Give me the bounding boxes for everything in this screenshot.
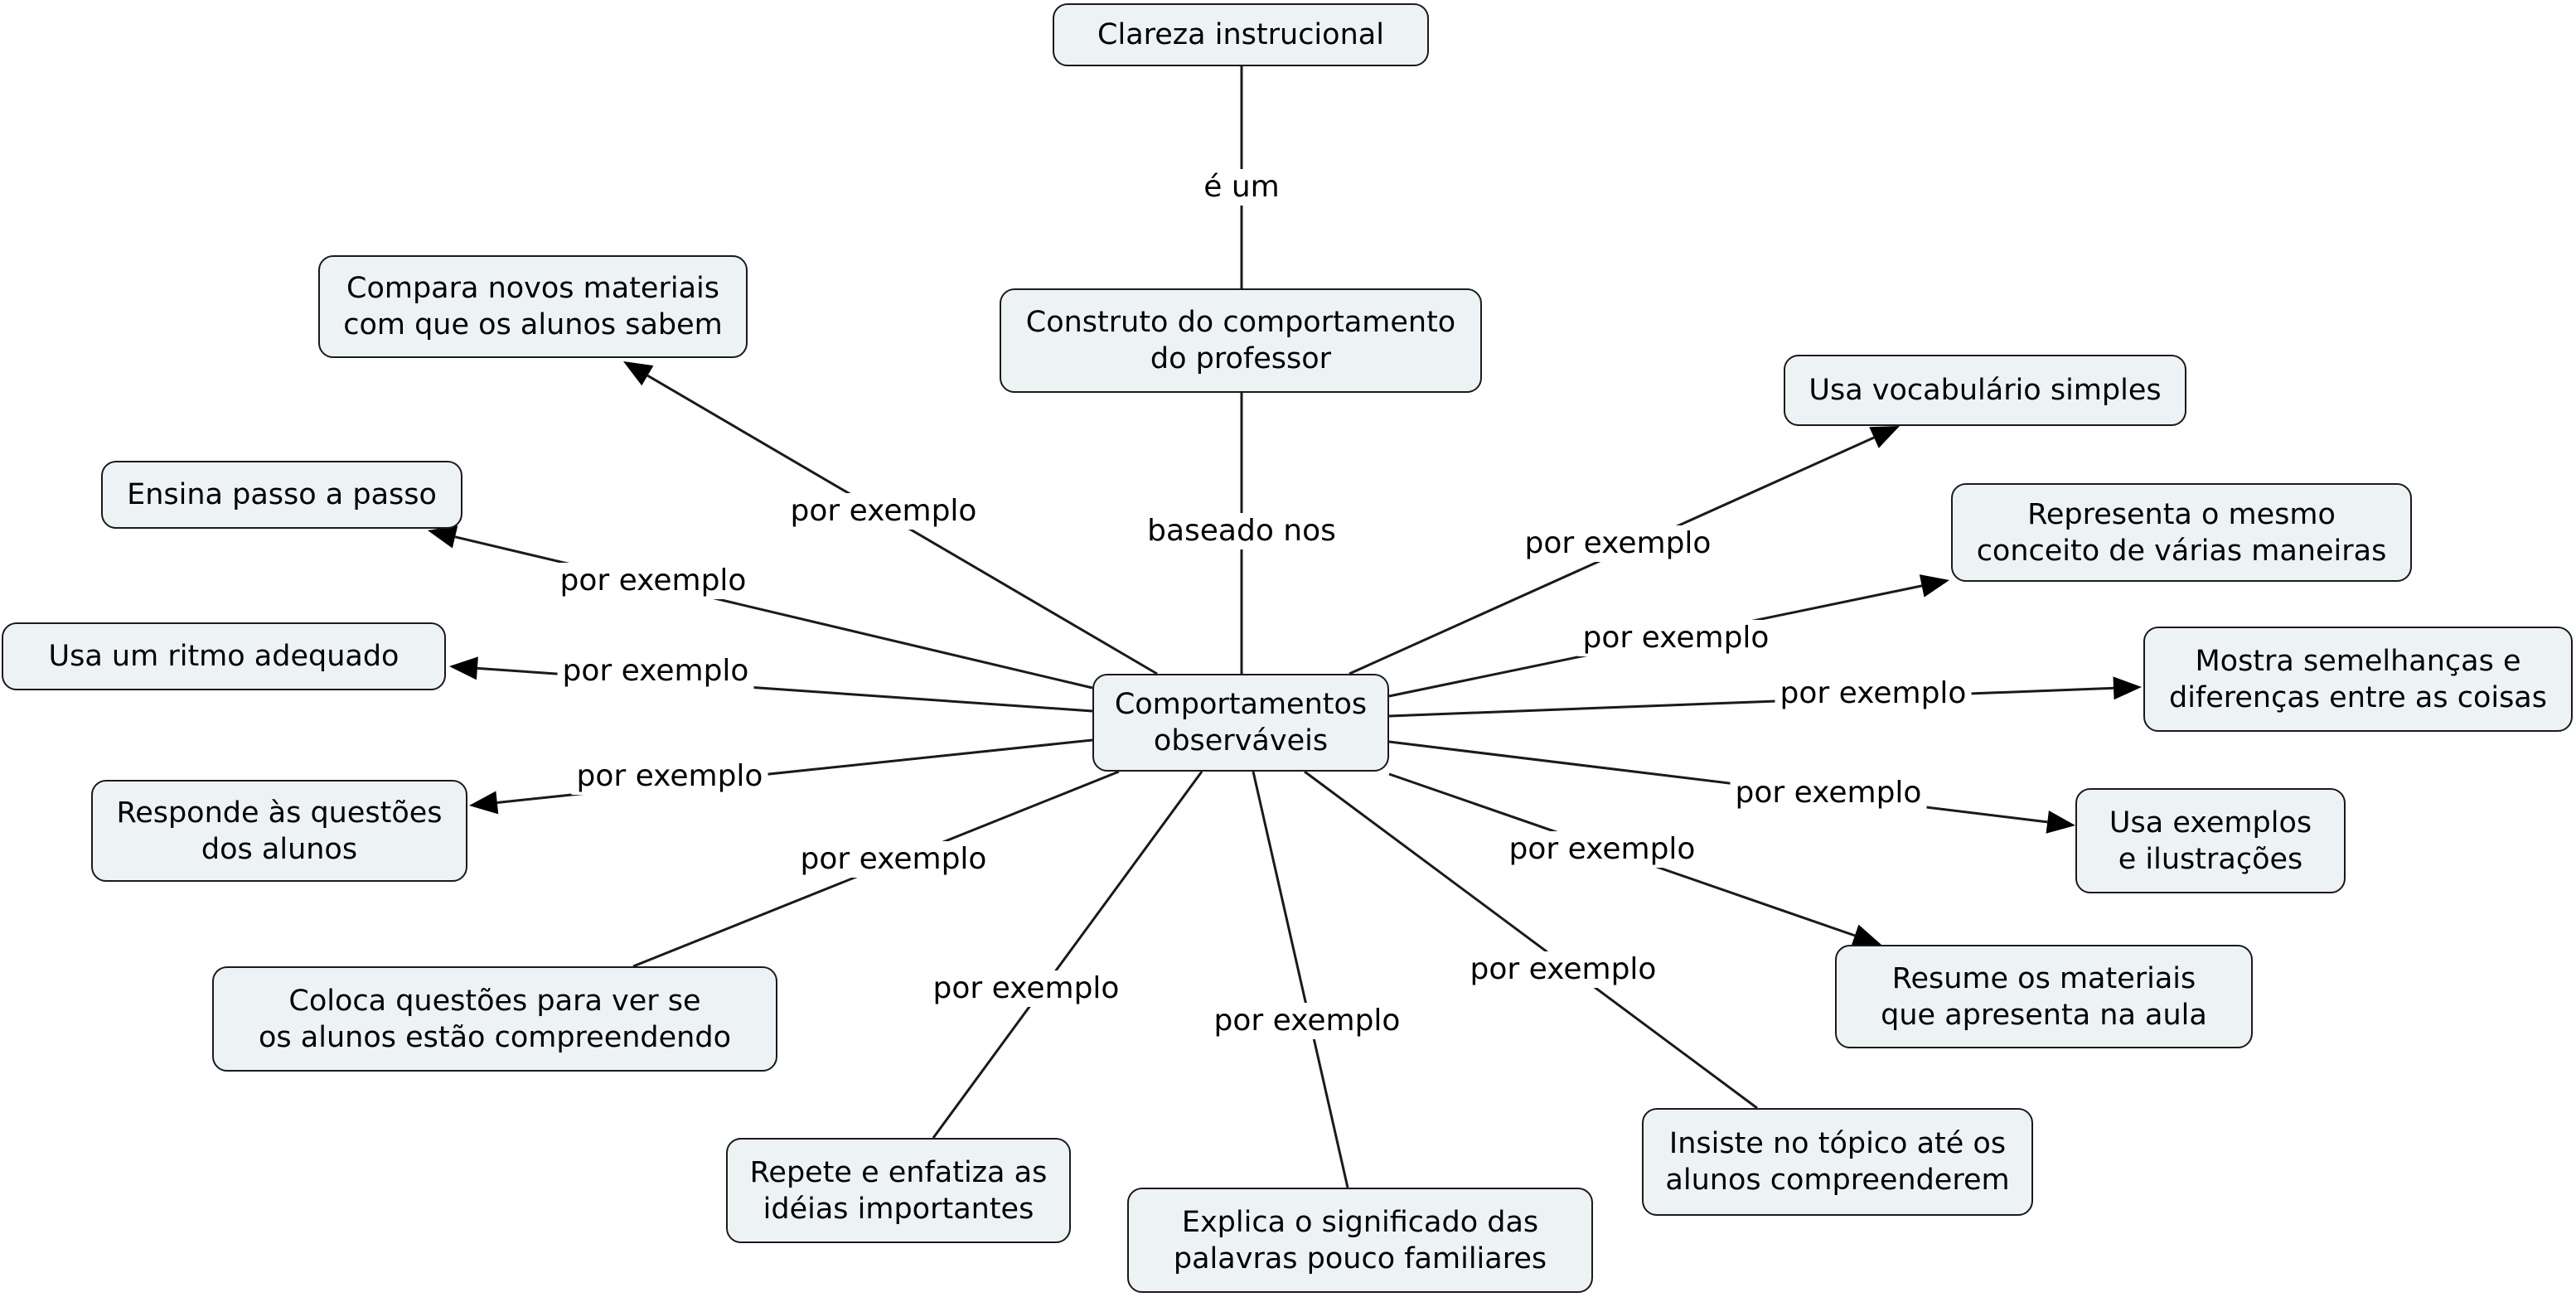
link-label-por-exemplo-vocabulario: por exemplo — [1519, 525, 1717, 562]
node-usa-exemplos-ilustracoes[interactable]: Usa exemplos e ilustrações — [2075, 788, 2346, 893]
node-resume-materiais[interactable]: Resume os materiais que apresenta na aul… — [1835, 945, 2253, 1048]
node-coloca-questoes[interactable]: Coloca questões para ver se os alunos es… — [212, 966, 777, 1072]
node-explica-significado[interactable]: Explica o significado das palavras pouco… — [1127, 1188, 1593, 1293]
line-ritmo-arrowhead — [449, 656, 478, 680]
link-label-por-exemplo-insiste: por exemplo — [1465, 951, 1662, 988]
node-responde-questoes[interactable]: Responde às questões dos alunos — [91, 780, 467, 882]
node-representa-mesmo-conceito[interactable]: Representa o mesmo conceito de várias ma… — [1951, 483, 2412, 582]
node-insiste-no-topico[interactable]: Insiste no tópico até os alunos compreen… — [1642, 1108, 2033, 1216]
line-insiste — [1304, 770, 1758, 1110]
link-label-por-exemplo-responde: por exemplo — [571, 758, 768, 795]
node-comportamentos-observaveis[interactable]: Comportamentos observáveis — [1092, 674, 1389, 772]
line-usa-exemplos — [1388, 740, 2048, 824]
node-repete-enfatiza[interactable]: Repete e enfatiza as idéias importantes — [726, 1138, 1071, 1243]
link-label-por-exemplo-repete: por exemplo — [927, 970, 1125, 1007]
node-construto-comportamento-professor[interactable]: Construto do comportamento do professor — [1000, 288, 1482, 393]
link-label-por-exemplo-compara: por exemplo — [785, 493, 982, 530]
node-usa-ritmo-adequado[interactable]: Usa um ritmo adequado — [2, 622, 446, 690]
line-ensina — [454, 535, 1093, 690]
link-label-por-exemplo-explica: por exemplo — [1208, 1003, 1406, 1039]
link-label-por-exemplo-usa-exemplos: por exemplo — [1730, 775, 1927, 811]
line-usa-exemplos-arrowhead — [2046, 810, 2075, 834]
line-compara-arrowhead — [623, 361, 654, 386]
link-label-por-exemplo-ritmo: por exemplo — [557, 653, 754, 690]
node-usa-vocabulario-simples[interactable]: Usa vocabulário simples — [1784, 355, 2186, 426]
node-clareza-instrucional[interactable]: Clareza instrucional — [1053, 3, 1429, 66]
link-label-por-exemplo-representa: por exemplo — [1577, 620, 1775, 656]
node-compara-novos-materiais[interactable]: Compara novos materiais com que os aluno… — [318, 255, 748, 358]
line-mostra — [1388, 686, 2114, 718]
node-ensina-passo-a-passo[interactable]: Ensina passo a passo — [101, 461, 462, 529]
link-label-por-exemplo-mostra: por exemplo — [1775, 675, 1972, 712]
line-resume-arrowhead — [1851, 924, 1881, 947]
line-explica — [1252, 771, 1349, 1188]
line-repete — [932, 771, 1203, 1139]
link-label-por-exemplo-coloca: por exemplo — [795, 841, 992, 878]
link-label-e-um: é um — [1198, 169, 1285, 206]
line-vocabulario-arrowhead — [1869, 426, 1900, 448]
link-label-baseado-nos: baseado nos — [1142, 513, 1341, 549]
line-responde-arrowhead — [469, 791, 499, 815]
line-ensina-arrowhead — [428, 525, 458, 549]
line-mostra-arrowhead — [2113, 676, 2142, 700]
node-mostra-semelhancas[interactable]: Mostra semelhanças e diferenças entre as… — [2143, 627, 2573, 732]
line-representa-arrowhead — [1919, 574, 1949, 598]
link-label-por-exemplo-resume: por exemplo — [1503, 831, 1701, 868]
link-label-por-exemplo-ensina: por exemplo — [554, 563, 752, 599]
